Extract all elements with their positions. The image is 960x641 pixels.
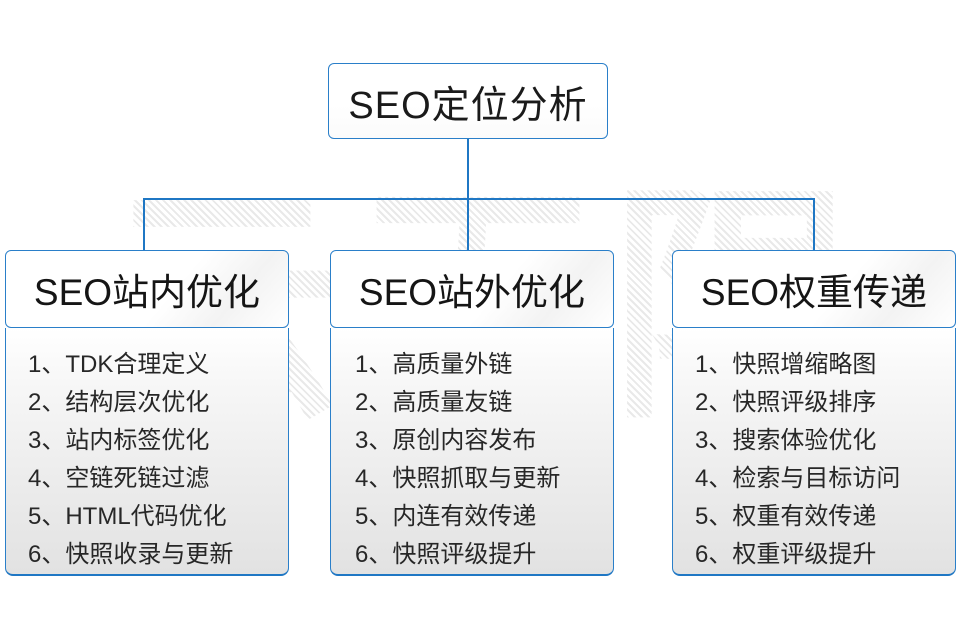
branch-list-1: 1、TDK合理定义 2、结构层次优化 3、站内标签优化 4、空链死链过滤 5、H… [6, 346, 288, 574]
branch-body-3: 1、快照增缩略图 2、快照评级排序 3、搜索体验优化 4、检索与目标访问 5、权… [672, 328, 956, 576]
branch-header-2[interactable]: SEO站外优化 [330, 250, 614, 328]
branch-body-1: 1、TDK合理定义 2、结构层次优化 3、站内标签优化 4、空链死链过滤 5、H… [5, 328, 289, 576]
root-node-label: SEO定位分析 [348, 84, 588, 127]
list-item: 6、快照评级提升 [355, 541, 537, 568]
branch-column-1: SEO站内优化 1、TDK合理定义 2、结构层次优化 3、站内标签优化 4、空链… [5, 250, 289, 576]
list-item: 6、快照收录与更新 [28, 541, 234, 568]
list-item: 3、原创内容发布 [355, 427, 537, 454]
list-item: 2、结构层次优化 [28, 389, 210, 416]
branch-header-label-3: SEO权重传递 [700, 272, 928, 313]
list-item: 5、权重有效传递 [695, 503, 877, 530]
list-item: 4、快照抓取与更新 [355, 465, 561, 492]
connector-root-stem [467, 139, 469, 199]
list-item: 3、站内标签优化 [28, 427, 210, 454]
branch-header-3[interactable]: SEO权重传递 [672, 250, 956, 328]
list-item: 1、高质量外链 [355, 351, 513, 378]
branch-list-2: 1、高质量外链 2、高质量友链 3、原创内容发布 4、快照抓取与更新 5、内连有… [331, 346, 613, 574]
branch-header-label-2: SEO站外优化 [358, 272, 586, 313]
connector-drop-center [467, 198, 469, 251]
root-node[interactable]: SEO定位分析 [328, 63, 608, 139]
list-item: 2、高质量友链 [355, 389, 513, 416]
branch-list-3: 1、快照增缩略图 2、快照评级排序 3、搜索体验优化 4、检索与目标访问 5、权… [673, 346, 955, 574]
list-item: 1、TDK合理定义 [28, 351, 210, 378]
branch-header-1[interactable]: SEO站内优化 [5, 250, 289, 328]
list-item: 2、快照评级排序 [695, 389, 877, 416]
branch-column-2: SEO站外优化 1、高质量外链 2、高质量友链 3、原创内容发布 4、快照抓取与… [330, 250, 614, 576]
list-item: 5、HTML代码优化 [28, 503, 227, 530]
list-item: 4、空链死链过滤 [28, 465, 210, 492]
branch-body-2: 1、高质量外链 2、高质量友链 3、原创内容发布 4、快照抓取与更新 5、内连有… [330, 328, 614, 576]
connector-horizontal-bus [143, 198, 814, 200]
list-item: 6、权重评级提升 [695, 541, 877, 568]
list-item: 3、搜索体验优化 [695, 427, 877, 454]
list-item: 1、快照增缩略图 [695, 351, 877, 378]
list-item: 5、内连有效传递 [355, 503, 537, 530]
branch-header-label-1: SEO站内优化 [33, 272, 261, 313]
connector-drop-left [143, 198, 145, 251]
branch-column-3: SEO权重传递 1、快照增缩略图 2、快照评级排序 3、搜索体验优化 4、检索与… [672, 250, 956, 576]
list-item: 4、检索与目标访问 [695, 465, 901, 492]
connector-drop-right [813, 198, 815, 251]
